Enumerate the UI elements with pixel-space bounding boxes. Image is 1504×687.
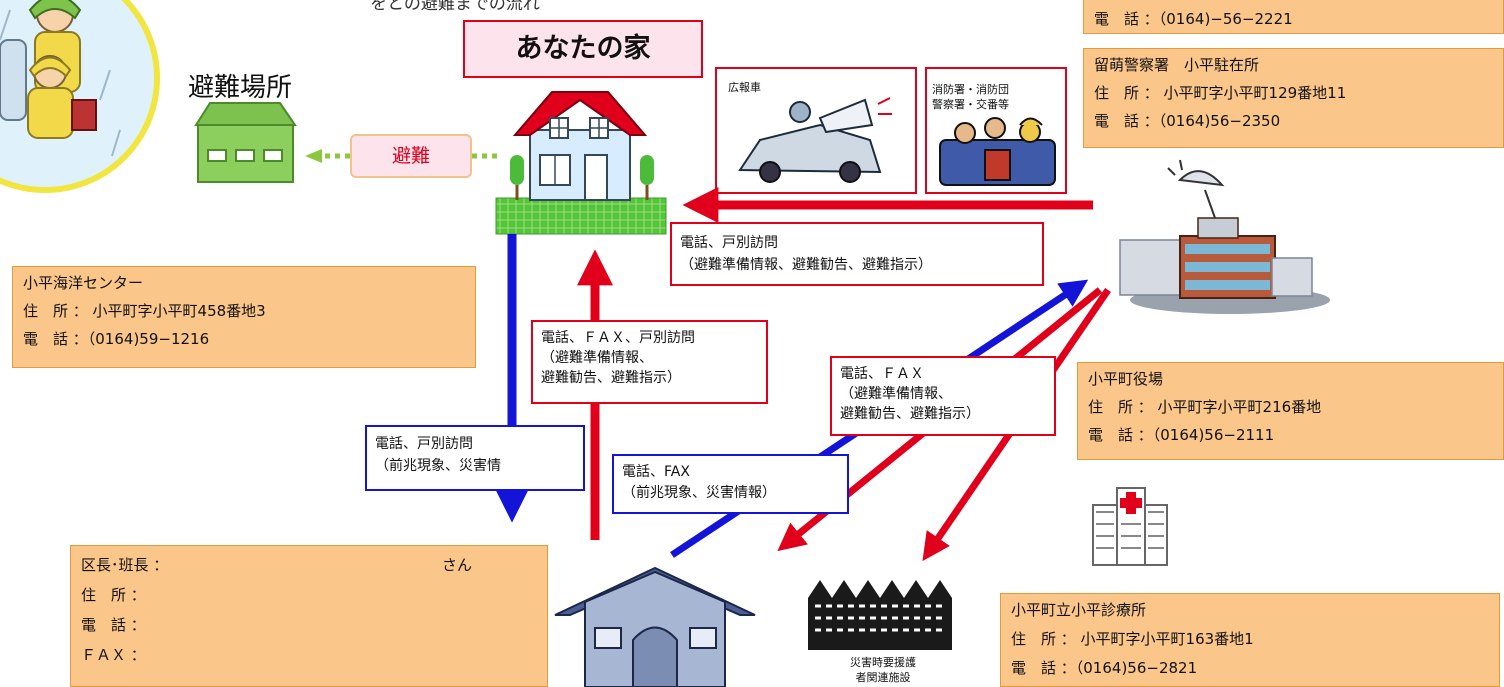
label-hall-to-leader-line2: （避難準備情報、 bbox=[840, 386, 952, 402]
home-title: あなたの家 bbox=[463, 20, 703, 78]
label-hall-to-home-line2: （避難準備情報、避難勧告、避難指示） bbox=[680, 257, 932, 273]
firefighters-icon bbox=[939, 117, 1056, 186]
police-info-box: 留萌警察署 小平駐在所 住 所 ： 小平町字小平町129番地11 電 話 ：（0… bbox=[1083, 48, 1504, 148]
police-name: 留萌警察署 小平駐在所 bbox=[1094, 56, 1260, 74]
label-hall-to-leader: 電話、ＦＡＸ （避難準備情報、 避難勧告、避難指示） bbox=[830, 356, 1056, 436]
district-leader-info-box: 区長･班長 ： さん 住 所 ： 電 話 ： ＦＡＸ ： bbox=[70, 545, 548, 687]
pr-car-label: 広報車 bbox=[728, 81, 761, 94]
police-address: 住 所 ： 小平町字小平町129番地11 bbox=[1094, 84, 1347, 102]
town-hall-icon bbox=[1119, 159, 1330, 314]
district-leader-name-row: 区長･班長 ： さん bbox=[81, 550, 537, 580]
shelter-house-icon bbox=[194, 102, 297, 183]
clinic-address: 住 所 ： 小平町字小平町163番地1 bbox=[1011, 630, 1254, 648]
police-tel: 電 話 ：（0164)56−2350 bbox=[1094, 112, 1281, 130]
heading-fragment: をとの避難までの流れ bbox=[370, 0, 540, 14]
label-leader-to-hall-line1: 電話、FAX bbox=[622, 464, 690, 480]
label-hall-to-home-line1: 電話、戸別訪問 bbox=[680, 235, 778, 251]
clinic-building-icon bbox=[1092, 487, 1168, 566]
label-leader-to-home: 電話、ＦＡＸ、戸別訪問 （避難準備情報、 避難勧告、避難指示） bbox=[531, 320, 768, 404]
evacuation-path bbox=[305, 149, 500, 163]
top-right-tel: 電 話 ：（0164)−56−2221 bbox=[1094, 10, 1293, 28]
district-leader-address: 住 所 ： bbox=[81, 586, 146, 604]
label-hall-to-leader-line1: 電話、ＦＡＸ bbox=[840, 366, 924, 382]
label-home-to-leader-line2: （前兆現象、災害情 bbox=[375, 458, 501, 474]
label-leader-to-home-line3: 避難勧告、避難指示） bbox=[541, 370, 681, 386]
facility-caption-line2: 者関連施設 bbox=[855, 671, 911, 684]
town-hall-info-box: 小平町役場 住 所 ： 小平町字小平町216番地 電 話 ：（0164)56−2… bbox=[1077, 362, 1504, 460]
fire-police-label-1: 消防署・消防団 bbox=[932, 83, 1009, 96]
district-leader-fax: ＦＡＸ ： bbox=[81, 646, 146, 664]
facility-building-icon bbox=[808, 580, 952, 650]
district-leader-tel: 電 話 ： bbox=[81, 616, 146, 634]
loudspeaker-car-icon bbox=[738, 97, 892, 183]
ocean-center-tel: 電 話 ：（0164)59−1216 bbox=[23, 330, 210, 348]
clinic-name: 小平町立小平診療所 bbox=[1011, 601, 1147, 619]
shelter-title: 避難場所 bbox=[188, 73, 293, 103]
clinic-tel: 電 話 ：（0164)56−2821 bbox=[1011, 659, 1198, 677]
label-home-to-leader-line1: 電話、戸別訪問 bbox=[375, 436, 473, 452]
district-leader-name: 区長･班長 ： bbox=[81, 556, 169, 574]
facility-caption-line1: 災害時要援護 bbox=[850, 656, 916, 669]
rain-children-icon bbox=[0, 0, 160, 193]
district-leader-san: さん bbox=[442, 556, 473, 574]
label-hall-to-leader-line3: 避難勧告、避難指示） bbox=[840, 406, 980, 422]
evacuation-label: 避難 bbox=[350, 134, 472, 178]
label-leader-to-hall-line2: （前兆現象、災害情報） bbox=[622, 485, 776, 501]
label-hall-to-home: 電話、戸別訪問 （避難準備情報、避難勧告、避難指示） bbox=[670, 222, 1044, 286]
label-leader-to-home-line1: 電話、ＦＡＸ、戸別訪問 bbox=[541, 330, 695, 346]
ocean-center-info-box: 小平海洋センター 住 所 ： 小平町字小平町458番地3 電 話 ：（0164)… bbox=[12, 266, 476, 368]
clinic-info-box: 小平町立小平診療所 住 所 ： 小平町字小平町163番地1 電 話 ：（0164… bbox=[1000, 593, 1500, 687]
community-hall-icon bbox=[554, 566, 756, 687]
town-hall-name: 小平町役場 bbox=[1088, 370, 1164, 388]
ocean-center-address: 住 所 ： 小平町字小平町458番地3 bbox=[23, 302, 266, 320]
ocean-center-name: 小平海洋センター bbox=[23, 274, 144, 292]
label-leader-to-hall: 電話、FAX （前兆現象、災害情報） bbox=[612, 454, 849, 514]
label-leader-to-home-line2: （避難準備情報、 bbox=[541, 350, 653, 366]
town-hall-address: 住 所 ： 小平町字小平町216番地 bbox=[1088, 398, 1322, 416]
town-hall-tel: 電 話 ：（0164)56−2111 bbox=[1088, 426, 1275, 444]
fire-police-label-2: 警察署・交番等 bbox=[932, 98, 1009, 111]
home-house-icon bbox=[495, 91, 667, 235]
label-home-to-leader: 電話、戸別訪問 （前兆現象、災害情 bbox=[365, 425, 585, 491]
facility-caption: 災害時要援護 者関連施設 bbox=[828, 655, 938, 685]
top-right-info-box: 電 話 ：（0164)−56−2221 bbox=[1083, 0, 1504, 34]
